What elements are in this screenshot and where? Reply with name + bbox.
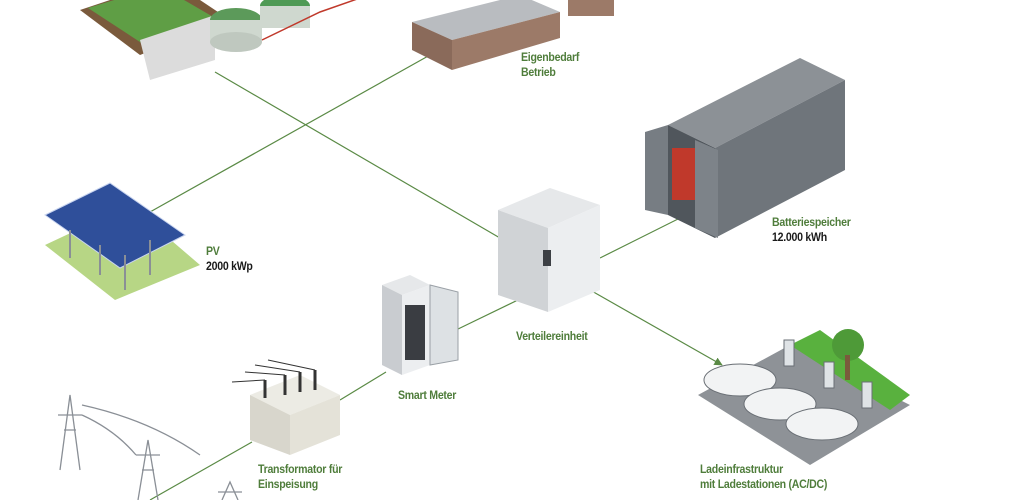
line-pv-to-eigenbedarf bbox=[149, 54, 431, 213]
transformer-label: Transformator für Einspeisung bbox=[258, 462, 342, 492]
pv-name: PV bbox=[206, 244, 220, 258]
battery-label: Batteriespeicher 12.000 kWh bbox=[772, 215, 851, 245]
smart-meter-label: Smart Meter bbox=[398, 388, 457, 402]
charging-park-illustration bbox=[698, 329, 910, 465]
battery-capacity: 12.000 kWh bbox=[772, 230, 827, 244]
distribution-unit-illustration bbox=[498, 188, 600, 312]
building-illustration bbox=[412, 0, 614, 70]
eigenbedarf-label: Eigenbedarf Betrieb bbox=[521, 50, 579, 80]
line-transformer-to-smartmeter bbox=[339, 371, 387, 401]
line-plant-to-distribution bbox=[214, 71, 501, 239]
battery-container-illustration bbox=[645, 58, 845, 238]
pv-field-illustration bbox=[44, 182, 200, 300]
transformer-line2: Einspeisung bbox=[258, 477, 318, 491]
connection-lines bbox=[149, 54, 723, 500]
line-grid-to-transformer bbox=[149, 441, 253, 500]
eigenbedarf-line2: Betrieb bbox=[521, 65, 556, 79]
eigenbedarf-line1: Eigenbedarf bbox=[521, 50, 580, 64]
transformer-line1: Transformator für bbox=[258, 462, 343, 476]
line-distribution-to-battery bbox=[599, 211, 693, 259]
charging-label: Ladeinfrastruktur mit Ladestationen (AC/… bbox=[700, 462, 827, 492]
transformer-illustration bbox=[231, 359, 340, 455]
smart-meter-illustration bbox=[382, 275, 459, 375]
line-distribution-to-charging bbox=[589, 289, 723, 366]
power-pylons-illustration bbox=[58, 394, 242, 500]
pv-capacity: 2000 kWp bbox=[206, 259, 253, 273]
charging-line2: mit Ladestationen (AC/DC) bbox=[700, 477, 828, 491]
battery-name: Batteriespeicher bbox=[772, 215, 851, 229]
line-smartmeter-to-distribution bbox=[455, 297, 523, 331]
pv-label: PV 2000 kWp bbox=[206, 244, 253, 274]
distribution-unit-label: Verteilereinheit bbox=[516, 329, 588, 343]
charging-line1: Ladeinfrastruktur bbox=[700, 462, 783, 476]
treatment-plant-illustration bbox=[80, 0, 357, 80]
